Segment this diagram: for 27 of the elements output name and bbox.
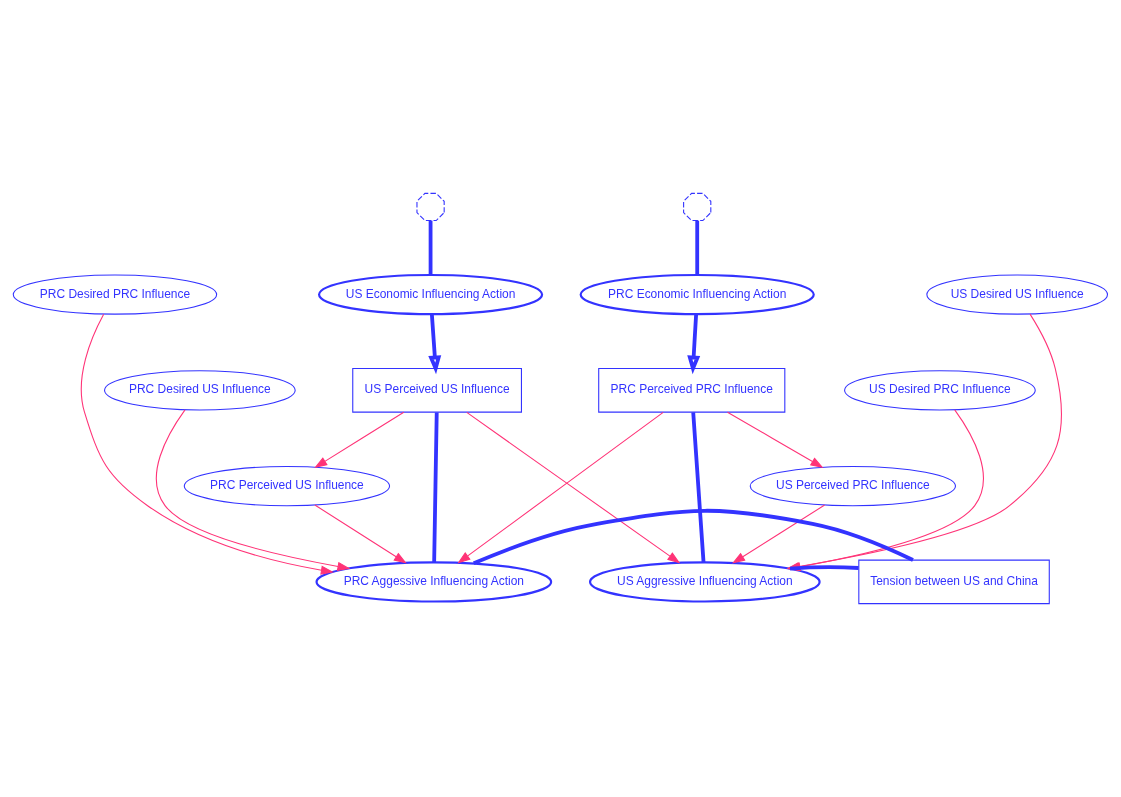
node-box: Tension between US and China bbox=[858, 559, 1050, 605]
node-ellipse: US Economic Influencing Action bbox=[317, 273, 544, 316]
connector bbox=[432, 412, 439, 563]
arrow bbox=[314, 504, 407, 564]
node-box: PRC Perceived PRC Influence bbox=[598, 368, 786, 413]
node-box: US Perceived US Influence bbox=[352, 368, 522, 413]
arrow bbox=[428, 314, 442, 375]
node-ellipse: PRC Desired US Influence bbox=[103, 370, 296, 411]
arrow bbox=[155, 409, 351, 571]
node-ellipse: US Perceived PRC Influence bbox=[749, 465, 957, 507]
node-ellipse: US Desired PRC Influence bbox=[844, 370, 1036, 411]
connector bbox=[695, 220, 700, 275]
node-cloud bbox=[416, 192, 445, 222]
connector bbox=[472, 508, 914, 566]
arrow bbox=[80, 313, 334, 575]
arrow bbox=[732, 504, 826, 564]
node-ellipse: PRC Economic Influencing Action bbox=[579, 273, 815, 316]
arrow bbox=[314, 411, 405, 468]
node-ellipse: US Desired US Influence bbox=[926, 274, 1108, 315]
connector bbox=[789, 565, 859, 571]
node-cloud bbox=[683, 192, 712, 222]
arrow bbox=[726, 411, 824, 468]
arrow bbox=[687, 314, 701, 375]
node-ellipse: PRC Perceived US Influence bbox=[183, 465, 391, 507]
node-ellipse: PRC Desired PRC Influence bbox=[12, 274, 218, 315]
connector bbox=[428, 220, 433, 275]
connector bbox=[691, 412, 706, 563]
